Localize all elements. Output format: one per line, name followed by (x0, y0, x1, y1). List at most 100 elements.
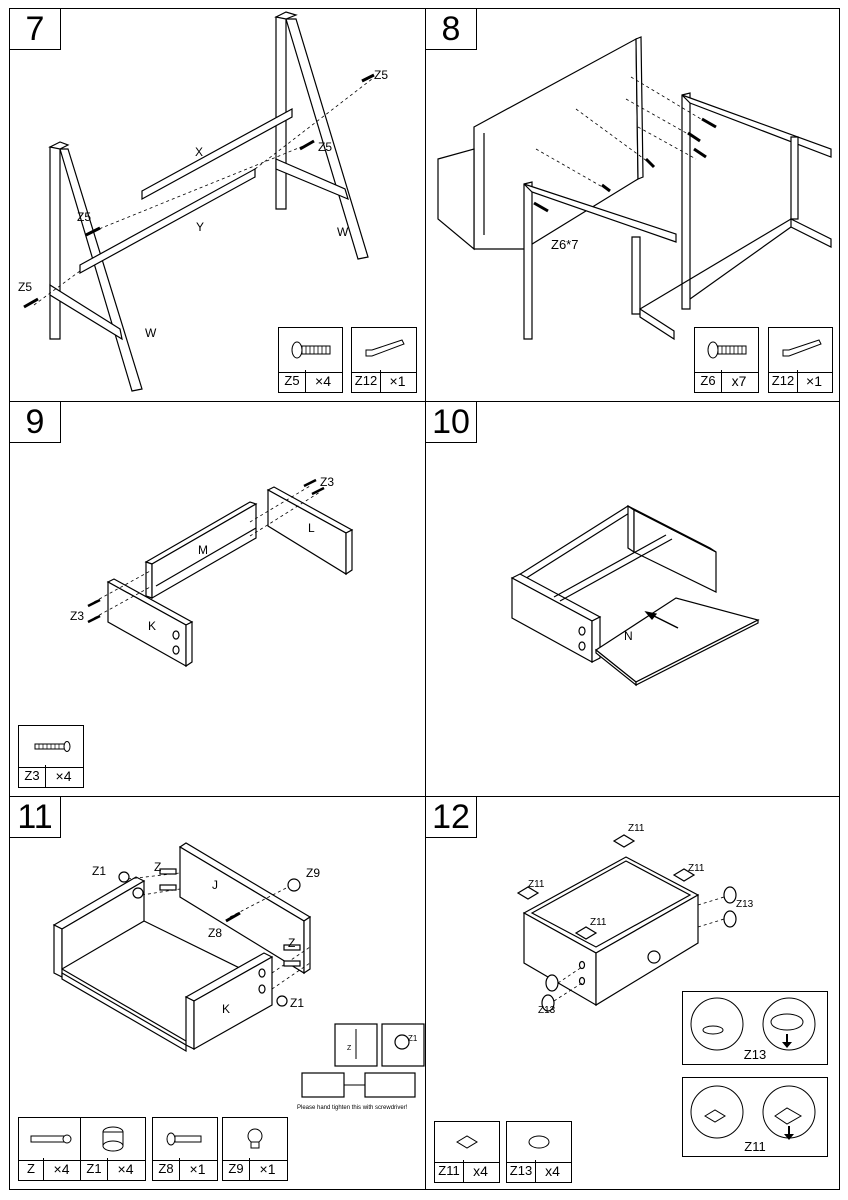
step-12-panel: 12 Z11 Z11 Z11 Z11 Z13 Z13 Z13 Z11 Z11 x… (425, 796, 840, 1190)
part-code: Z12 (352, 370, 381, 392)
bolt-label-z5: Z5 (18, 280, 33, 294)
screw-label-z3: Z3 (70, 609, 85, 623)
part-qty: ×4 (53, 1161, 70, 1177)
bolt-label-z5: Z5 (318, 140, 333, 154)
part-box-z8: Z8 ×1 (152, 1117, 218, 1181)
cam-bolt-icon (30, 1134, 72, 1144)
part-code: Z9 (223, 1158, 250, 1180)
part-box-z13: Z13 x4 (506, 1121, 572, 1183)
part-box-z1: Z1 ×4 (80, 1117, 146, 1181)
step-number: 8 (426, 9, 477, 50)
tighten-note: Please hand tighten this with screwdrive… (297, 1105, 408, 1111)
cam-bolt-label-z: Z (288, 936, 296, 950)
instruction-caption: Z11 (744, 1139, 766, 1154)
part-qty: ×1 (389, 373, 406, 389)
felt-pad-label-z11: Z11 (528, 879, 545, 890)
step-number: 11 (10, 797, 61, 838)
knob-icon (247, 1128, 263, 1149)
part-qty: x4 (545, 1163, 560, 1179)
part-label-y: Y (196, 220, 205, 234)
part-qty: x4 (473, 1163, 488, 1179)
part-box-z3: Z3 ×4 (18, 725, 84, 788)
part-box-z12: Z12 ×1 (351, 327, 417, 393)
part-label-k: K (148, 619, 157, 633)
bumper-label-z13: Z13 (538, 1005, 556, 1016)
part-label-x: X (195, 145, 204, 159)
part-qty: ×4 (117, 1161, 134, 1177)
peel-apply-icon (690, 1085, 816, 1140)
part-code: Z (19, 1158, 44, 1180)
step-7-panel: 7 X Y W W Z5 Z5 Z5 Z5 Z5 ×4 Z12 ×1 (9, 8, 426, 402)
step-11-panel: 11 J K Z1 Z1 Z Z Z8 Z9 Z1 Z Please hand … (9, 796, 426, 1190)
part-code: Z3 (19, 765, 46, 787)
part-code: Z5 (279, 370, 306, 392)
step-11-illustration (52, 842, 425, 1098)
screw-icon (34, 741, 71, 752)
part-label-j: J (212, 878, 218, 892)
part-label-m: M (198, 543, 208, 557)
step-number: 10 (426, 402, 477, 443)
part-code: Z11 (435, 1160, 464, 1182)
screw-label-z3: Z3 (320, 475, 335, 489)
part-code: Z8 (153, 1158, 180, 1180)
bolt-label-z5: Z5 (77, 210, 92, 224)
step-8-illustration (437, 36, 832, 341)
step-7-illustration (23, 11, 375, 392)
bumper-icon (528, 1135, 550, 1149)
felt-pad-label-z11: Z11 (688, 863, 705, 874)
part-box-z6: Z6 x7 (694, 327, 759, 393)
instruction-caption: Z13 (743, 1047, 767, 1062)
bolt-icon (166, 1132, 202, 1146)
cam-lock-label-z1: Z1 (408, 1034, 418, 1043)
knob-label-z9: Z9 (306, 866, 321, 880)
step-number: 9 (10, 402, 61, 443)
part-qty: ×4 (55, 768, 72, 784)
step-10-panel: 10 N (425, 401, 840, 797)
bolt-icon (707, 341, 747, 359)
cam-lock-label-z1: Z1 (92, 864, 107, 878)
bolt-label-z6: Z6*7 (551, 237, 579, 252)
part-label-w-left: W (145, 326, 157, 340)
step-9-panel: 9 M L K Z3 Z3 Z3 ×4 (9, 401, 426, 797)
part-label-n: N (624, 629, 633, 643)
part-box-z5: Z5 ×4 (278, 327, 343, 393)
part-label-l: L (308, 521, 315, 535)
part-qty: ×4 (315, 373, 331, 389)
part-code: Z1 (81, 1158, 108, 1180)
felt-pad-icon (456, 1135, 478, 1149)
peel-apply-icon (690, 997, 816, 1051)
part-box-z: Z ×4 (18, 1117, 82, 1181)
cam-bolt-label-z: Z (347, 1045, 352, 1052)
felt-pad-label-z11: Z11 (590, 917, 607, 928)
part-qty: x7 (731, 373, 747, 389)
felt-pad-instruction: Z11 (682, 1077, 828, 1157)
part-qty: ×1 (806, 373, 822, 389)
part-label-k: K (222, 1002, 231, 1016)
bolt-icon (291, 341, 331, 359)
part-qty: ×1 (259, 1161, 276, 1177)
bumper-instruction: Z13 (682, 991, 828, 1065)
step-number: 12 (426, 797, 477, 838)
allen-key-icon (782, 339, 822, 357)
step-9-illustration (87, 478, 354, 668)
part-code: Z6 (695, 370, 722, 392)
part-label-w-right: W (337, 225, 349, 239)
bolt-label-z5: Z5 (374, 68, 389, 82)
step-12-illustration (516, 834, 737, 1012)
felt-pad-label-z11: Z11 (628, 823, 645, 834)
part-code: Z13 (507, 1160, 536, 1182)
part-box-z11: Z11 x4 (434, 1121, 500, 1183)
allen-key-icon (365, 339, 405, 357)
part-box-z9: Z9 ×1 (222, 1117, 288, 1181)
part-qty: ×1 (189, 1161, 206, 1177)
bumper-label-z13: Z13 (736, 899, 754, 910)
step-number: 7 (10, 9, 61, 50)
part-box-z12: Z12 ×1 (768, 327, 833, 393)
step-8-panel: 8 Z6*7 Z6 x7 Z12 ×1 (425, 8, 840, 402)
step-10-illustration (510, 504, 760, 687)
cam-bolt-label-z: Z (154, 860, 162, 874)
part-code: Z12 (769, 370, 798, 392)
bolt-label-z8: Z8 (208, 926, 223, 940)
cam-lock-icon (102, 1126, 124, 1152)
cam-lock-label-z1: Z1 (290, 996, 305, 1010)
